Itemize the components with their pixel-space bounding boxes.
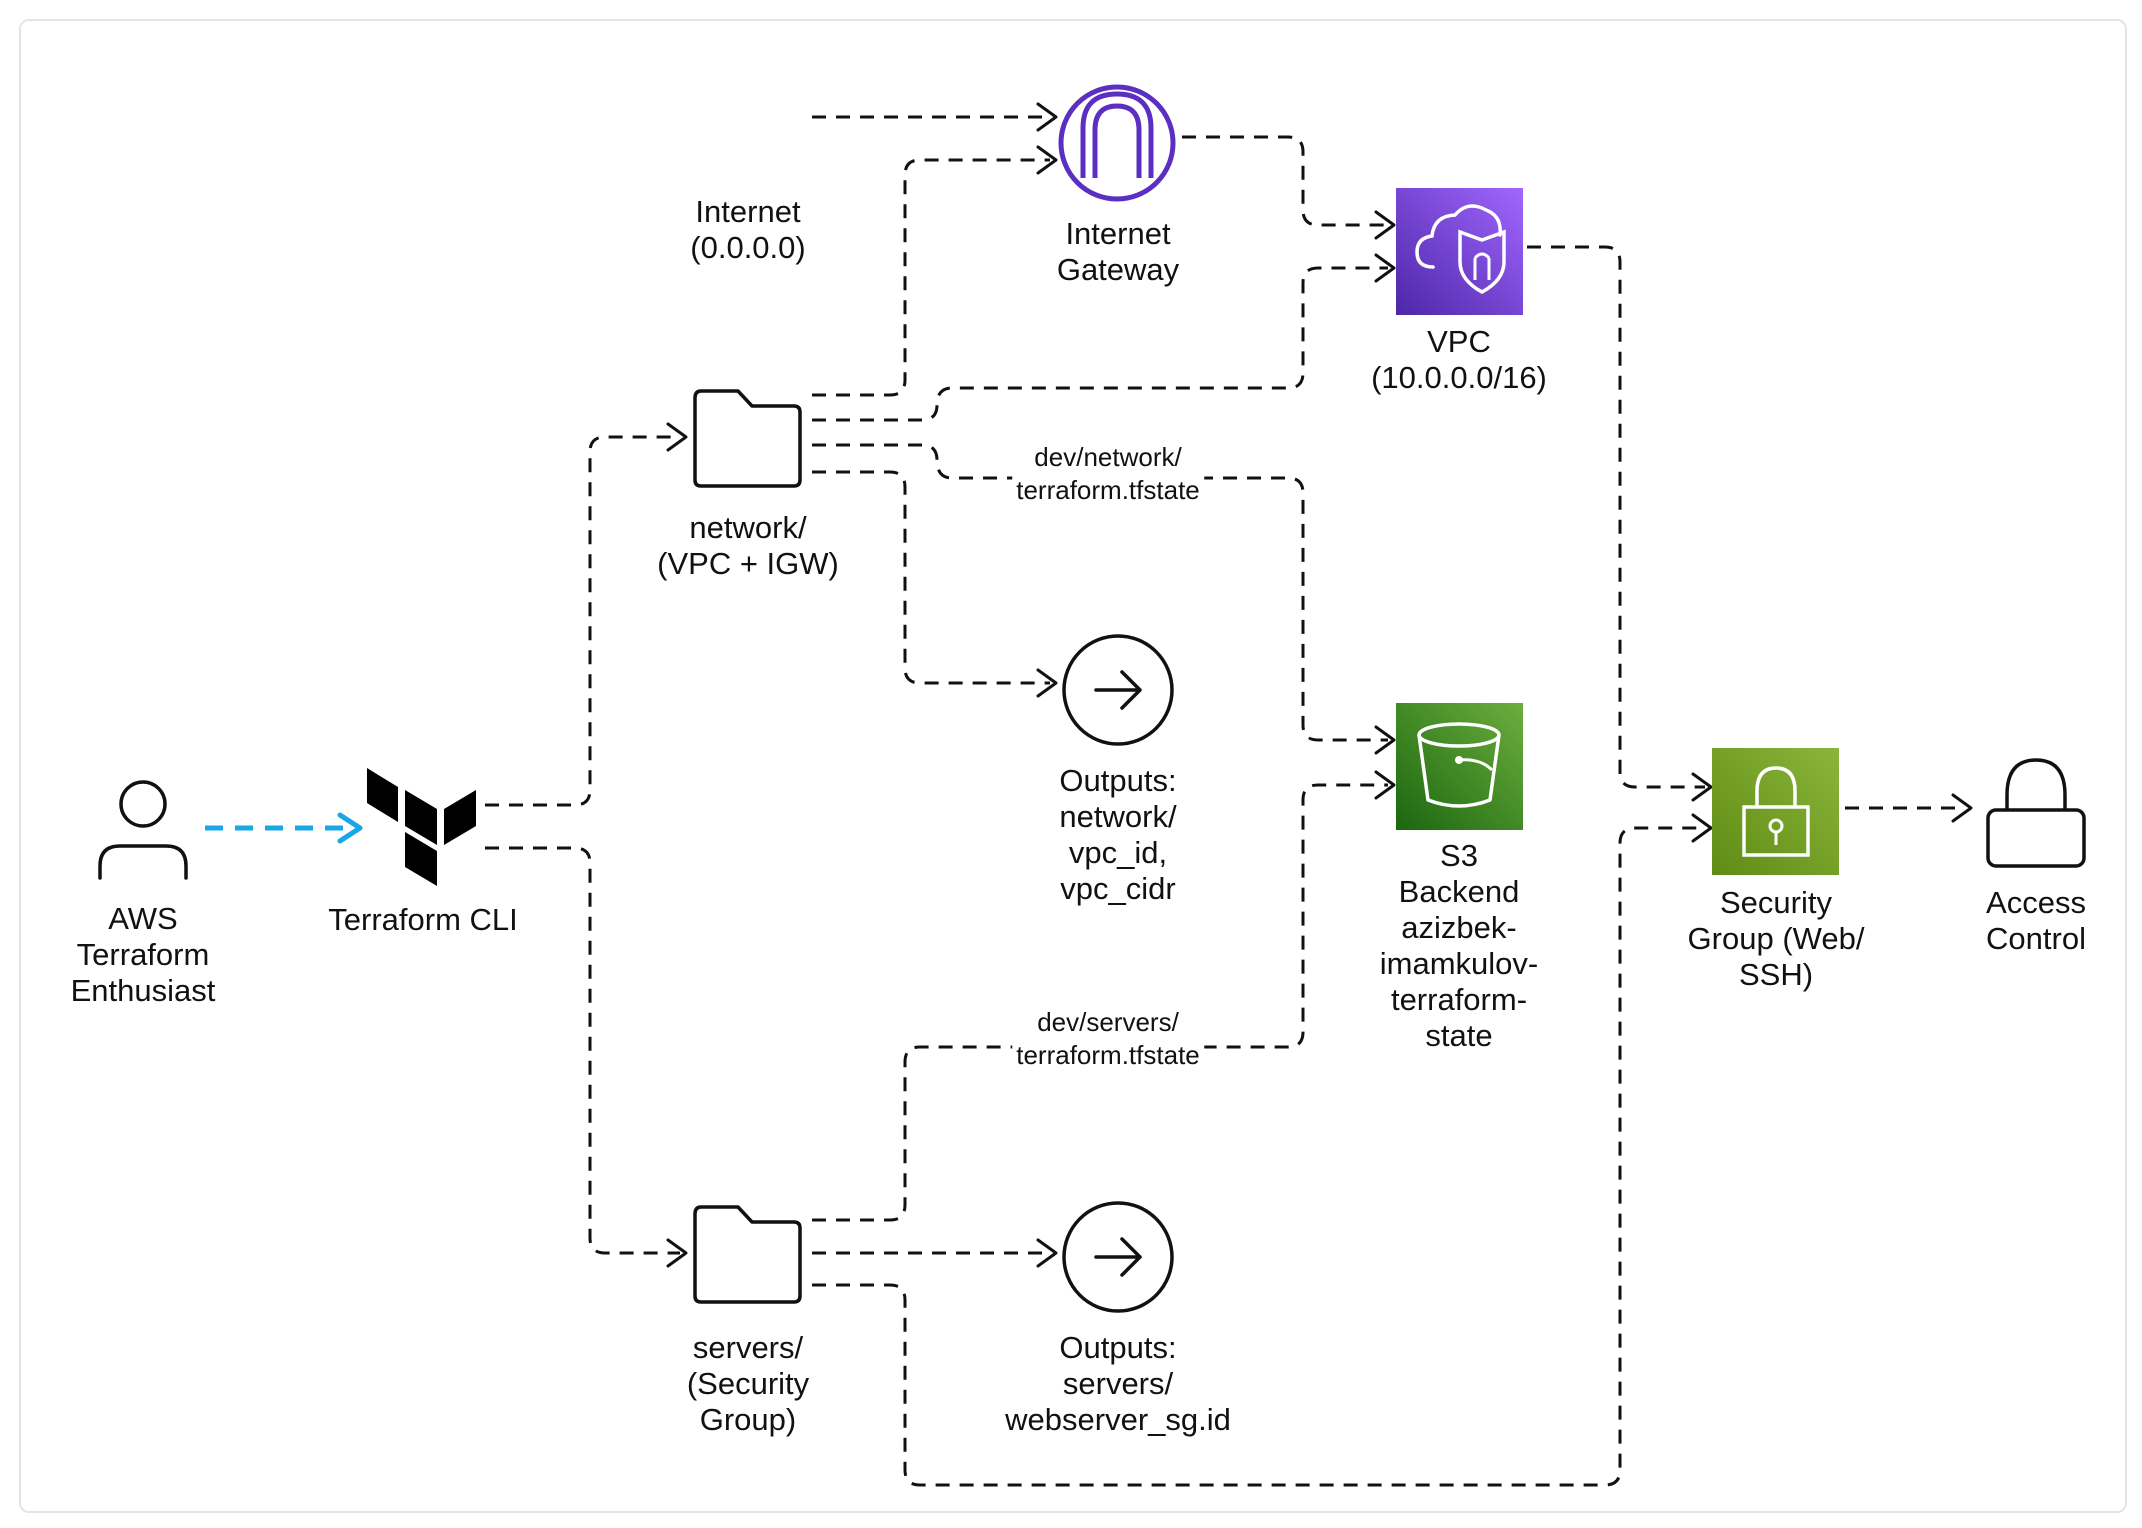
user-label: AWS Terraform Enthusiast bbox=[71, 901, 216, 1009]
s3-bucket-icon bbox=[1396, 703, 1523, 830]
padlock-icon bbox=[1712, 748, 1839, 875]
servers-outputs-label-line: webserver_sg.id bbox=[1005, 1402, 1231, 1437]
sg-label-line: Group (Web/ bbox=[1687, 921, 1865, 956]
network-outputs-label: Outputs: network/ vpc_id, vpc_cidr bbox=[1059, 763, 1176, 907]
edge-servers-to-outputs-arrowhead bbox=[1036, 1238, 1058, 1268]
folder-icon-network bbox=[693, 389, 802, 488]
s3-label-line: terraform- bbox=[1390, 982, 1528, 1017]
internet-label: Internet (0.0.0.0) bbox=[690, 194, 805, 266]
access-label-line: Control bbox=[1986, 921, 2086, 956]
edge-sg-to-access-arrowhead bbox=[1951, 793, 1973, 823]
folder-icon-servers bbox=[693, 1205, 802, 1304]
igw-label-line: Internet bbox=[1065, 216, 1171, 251]
edge-network-to-vpc bbox=[812, 266, 1388, 422]
edge-label-line: dev/network/ bbox=[1034, 442, 1182, 472]
servers-label-line: servers/ bbox=[692, 1330, 804, 1365]
user-label-line: Enthusiast bbox=[70, 973, 216, 1008]
sg-label-line: SSH) bbox=[1738, 957, 1814, 992]
edge-cli-to-servers bbox=[485, 846, 680, 1255]
servers-label: servers/ (Security Group) bbox=[687, 1330, 809, 1438]
edge-user-to-cli-arrowhead bbox=[337, 812, 363, 844]
edge-network-to-igw bbox=[812, 158, 1050, 397]
edge-label-line: terraform.tfstate bbox=[1016, 475, 1200, 505]
arrow-right-circle-icon-servers bbox=[1062, 1201, 1174, 1313]
network-outputs-label-line: Outputs: bbox=[1059, 763, 1177, 798]
edge-igw-to-vpc bbox=[1182, 135, 1388, 227]
lock-icon bbox=[1986, 758, 2086, 868]
internet-gateway-icon bbox=[1058, 84, 1176, 202]
edge-label-line: dev/servers/ bbox=[1037, 1007, 1179, 1037]
network-label-line: network/ bbox=[689, 510, 807, 545]
edge-network-to-outputs bbox=[812, 470, 1050, 685]
s3-label-line: state bbox=[1425, 1018, 1493, 1053]
edge-network-to-s3 bbox=[812, 443, 1388, 742]
cli-label: Terraform CLI bbox=[328, 902, 517, 938]
vpc-cloud-shield-icon bbox=[1396, 188, 1523, 315]
edge-cli-to-servers-arrowhead bbox=[666, 1238, 688, 1268]
edge-network-to-s3-arrowhead bbox=[1374, 725, 1396, 755]
servers-outputs-label-line: servers/ bbox=[1062, 1366, 1174, 1401]
arrow-right-circle-icon-network bbox=[1062, 634, 1174, 746]
s3-label-line: S3 bbox=[1440, 838, 1478, 873]
vpc-label: VPC (10.0.0.0/16) bbox=[1371, 324, 1547, 396]
cli-label-line: Terraform CLI bbox=[328, 902, 518, 937]
s3-label-line: imamkulov- bbox=[1379, 946, 1539, 981]
network-outputs-label-line: vpc_cidr bbox=[1060, 871, 1176, 906]
edge-vpc-to-sg bbox=[1527, 245, 1705, 789]
vpc-label-line: (10.0.0.0/16) bbox=[1371, 360, 1547, 395]
edge-vpc-to-sg-arrowhead bbox=[1691, 772, 1713, 802]
servers-outputs-label: Outputs: servers/ webserver_sg.id bbox=[1005, 1330, 1231, 1438]
servers-label-line: Group) bbox=[699, 1402, 797, 1437]
edge-servers-to-sg-arrowhead bbox=[1691, 813, 1713, 843]
edge-servers-to-s3 bbox=[812, 783, 1388, 1222]
user-label-line: Terraform bbox=[76, 937, 210, 972]
edge-network-to-outputs-arrowhead bbox=[1036, 668, 1058, 698]
edge-label-line: terraform.tfstate bbox=[1016, 1040, 1200, 1070]
edge-label-servers-state: dev/servers/ terraform.tfstate bbox=[1012, 1006, 1204, 1072]
s3-label-line: Backend bbox=[1398, 874, 1520, 909]
user-label-line: AWS bbox=[108, 901, 178, 936]
edge-cli-to-network bbox=[485, 435, 680, 807]
network-outputs-label-line: network/ bbox=[1059, 799, 1177, 834]
edge-cli-to-network-arrowhead bbox=[666, 422, 688, 452]
s3-label: S3 Backend azizbek- imamkulov- terraform… bbox=[1380, 838, 1538, 1054]
sg-label: Security Group (Web/ SSH) bbox=[1688, 885, 1865, 993]
igw-label-line: Gateway bbox=[1056, 252, 1180, 287]
edge-servers-to-s3-arrowhead bbox=[1374, 770, 1396, 800]
s3-label-line: azizbek- bbox=[1401, 910, 1517, 945]
edges bbox=[205, 102, 1973, 1487]
igw-label: Internet Gateway bbox=[1057, 216, 1179, 288]
network-outputs-label-line: vpc_id, bbox=[1068, 835, 1168, 870]
edge-servers-to-sg bbox=[812, 826, 1705, 1487]
access-label: Access Control bbox=[1986, 885, 2086, 957]
internet-label-line: Internet bbox=[695, 194, 801, 229]
internet-label-line: (0.0.0.0) bbox=[690, 230, 806, 265]
access-label-line: Access bbox=[1986, 885, 2086, 920]
terraform-logo-icon bbox=[367, 768, 476, 886]
network-label-line: (VPC + IGW) bbox=[657, 546, 839, 581]
user-icon bbox=[98, 780, 188, 880]
edge-network-to-igw-arrowhead bbox=[1036, 145, 1058, 175]
vpc-label-line: VPC bbox=[1427, 324, 1491, 359]
edge-internet-to-igw-arrowhead bbox=[1036, 102, 1058, 132]
sg-label-line: Security bbox=[1720, 885, 1832, 920]
servers-label-line: (Security bbox=[686, 1366, 810, 1401]
edge-igw-to-vpc-arrowhead bbox=[1374, 210, 1396, 240]
servers-outputs-label-line: Outputs: bbox=[1059, 1330, 1177, 1365]
network-label: network/ (VPC + IGW) bbox=[657, 510, 839, 582]
edge-network-to-vpc-arrowhead bbox=[1374, 253, 1396, 283]
edge-label-network-state: dev/network/ terraform.tfstate bbox=[1012, 441, 1204, 507]
